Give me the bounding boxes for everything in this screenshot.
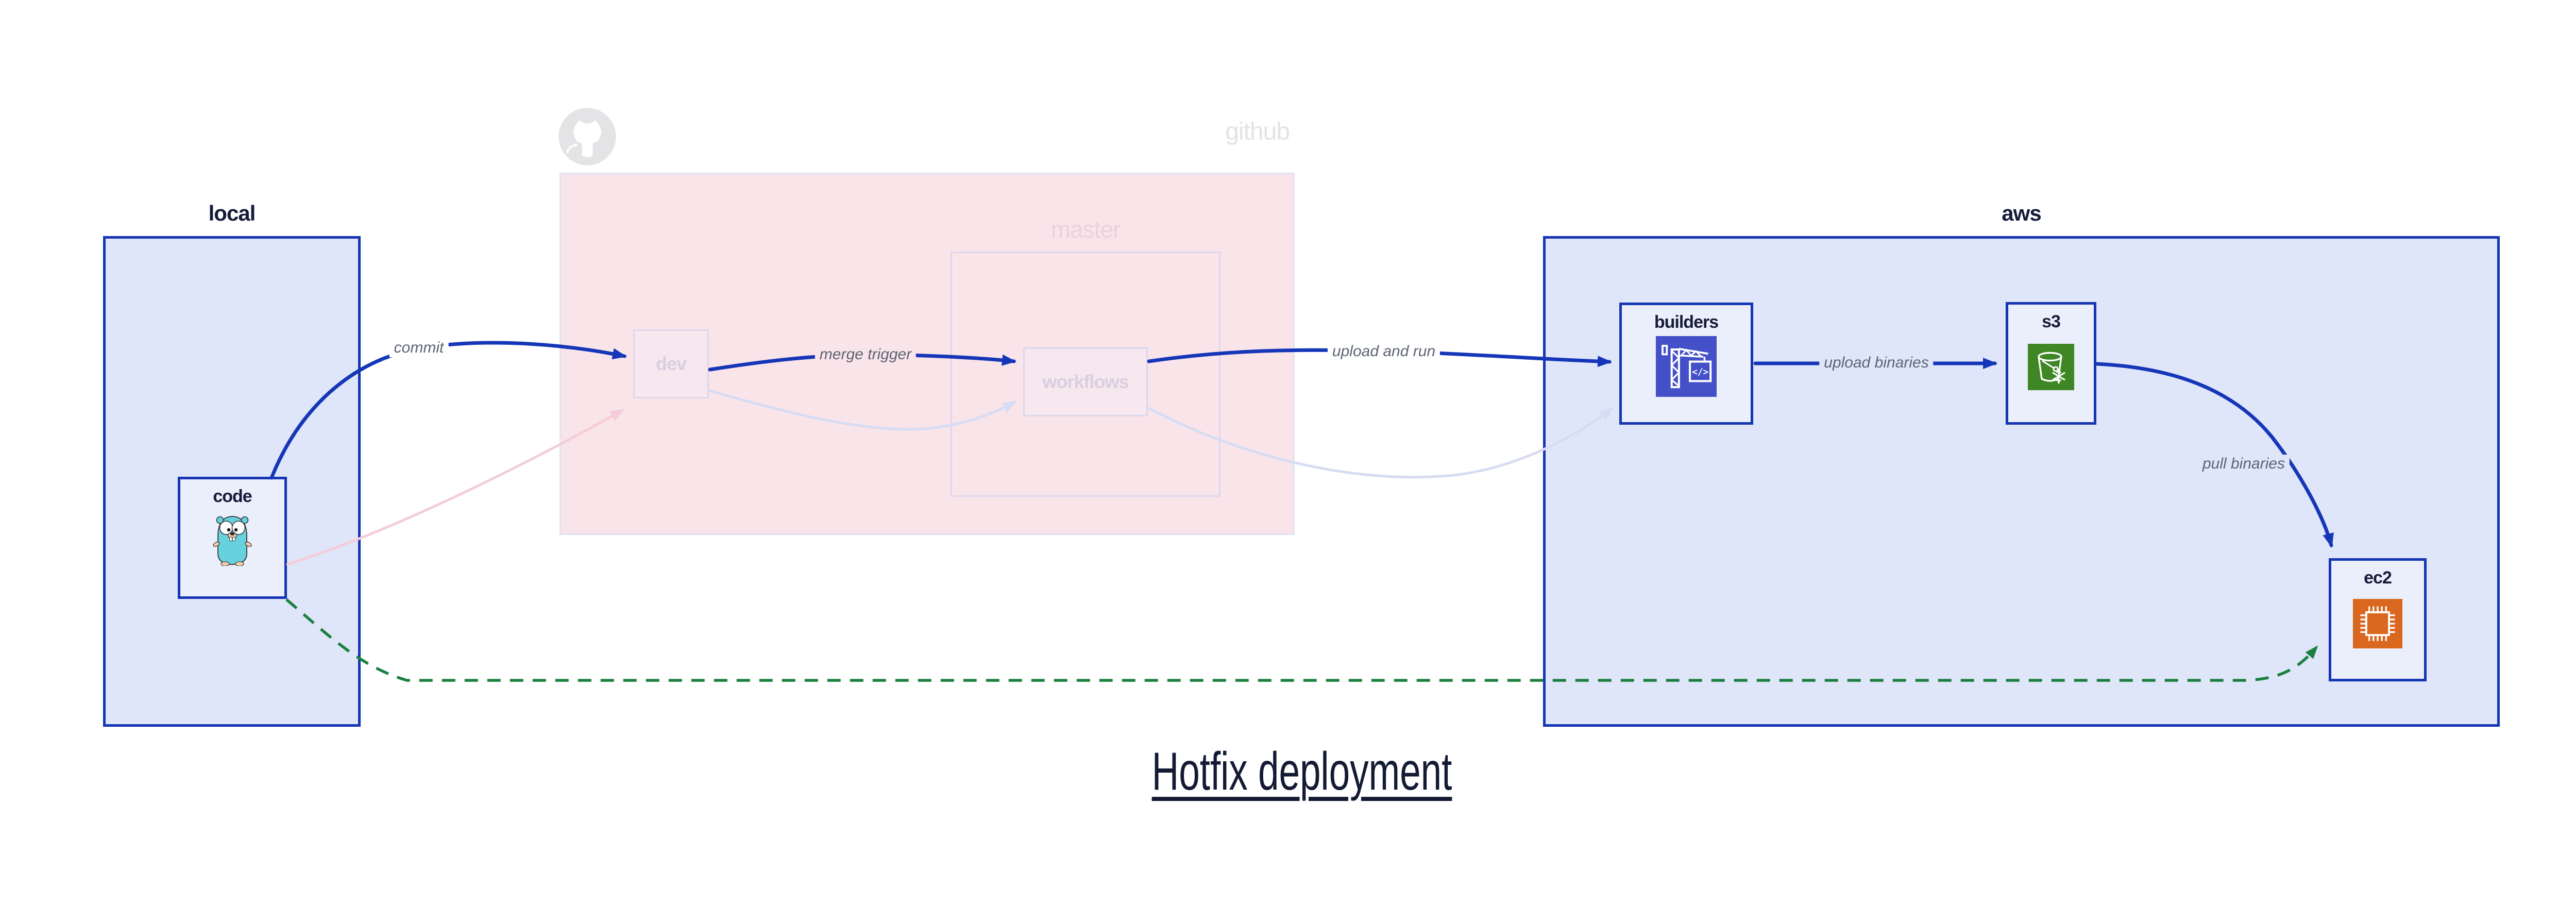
ec2-chip-icon [2353,599,2402,648]
group-master-box [951,252,1221,497]
github-octocat-icon [557,107,617,166]
codebuild-crane-icon: </> [1656,336,1717,397]
commit-edge-label: commit [389,339,449,357]
ec2-label: ec2 [2364,568,2392,588]
dev-label: dev [655,353,687,374]
github-title: github [1225,118,1290,145]
workflows-label: workflows [1042,371,1129,392]
diagram-title: Hotfix deployment [1151,742,1452,801]
upload-and-run-edge-label: upload and run [1327,342,1440,361]
node-builders: builders </> [1619,303,1753,425]
node-workflows: workflows [1023,347,1148,416]
node-s3: s3 [2006,302,2096,425]
merge-trigger-edge-label: merge trigger [815,345,917,364]
node-code: code [178,477,287,599]
node-dev: dev [633,329,709,398]
aws-title: aws [2002,201,2041,225]
code-label: code [213,487,252,506]
go-gopher-icon [212,513,253,566]
upload-binaries-edge-label: upload binaries [1819,354,1934,372]
s3-bucket-snowflake-icon [2028,344,2074,390]
svg-text:</>: </> [1692,368,1708,378]
master-title: master [1050,216,1121,243]
node-ec2: ec2 [2329,558,2427,681]
builders-label: builders [1654,312,1719,332]
local-title: local [208,201,256,225]
s3-label: s3 [2042,312,2061,331]
pull-binaries-edge-label: pull binaries [2197,455,2290,473]
